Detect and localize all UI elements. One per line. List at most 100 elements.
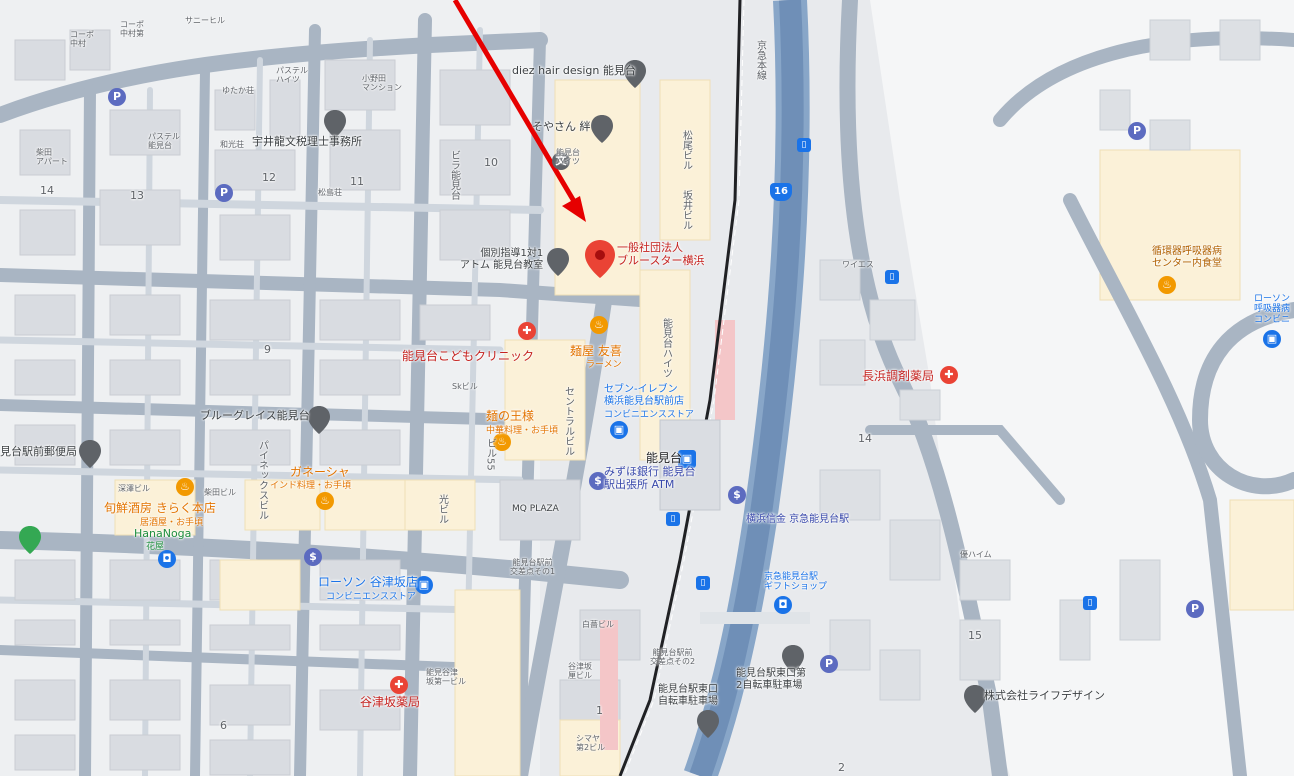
arrow-shaft [452,0,578,205]
store-icon[interactable]: ▣ [1263,330,1281,348]
poi-label-store[interactable]: ローソン 谷津坂店 [318,575,418,589]
parking-icon[interactable]: P [108,88,126,106]
building-label: 松尾ビル [680,130,692,170]
building-label: コーポ 中村 [70,30,94,49]
building-label: パステル ハイツ [276,66,308,85]
poi-label-post-office[interactable]: 見台駅前郵便局 [0,445,77,458]
restaurant-icon[interactable]: ♨ [1158,276,1176,294]
bus-stop-icon[interactable]: ▯ [797,138,811,152]
block-number: 9 [264,343,271,356]
parking-icon[interactable]: P [1128,122,1146,140]
poi-label-store[interactable]: ローソン 呼吸器病 コンビニ [1254,294,1291,325]
poi-label-bank[interactable]: 横浜信金 京急能見台駅 [746,514,850,525]
block-number: 6 [220,719,227,732]
bus-stop-icon[interactable]: ▯ [1083,596,1097,610]
poi-label-salon[interactable]: diez hair design 能見台 [512,64,636,77]
poi-category: インド料理・お手頃 [270,481,352,491]
block-number: 14 [40,184,54,197]
atm-icon[interactable]: $ [589,472,607,490]
building-label: 坂井ビル [680,190,692,230]
building-label: パイネックスビル [256,440,268,520]
building-label: ビル55 [484,438,496,471]
poi-label-school[interactable]: 個別指導1対1 アトム 能見台教室 [460,248,544,271]
building-label: 小野田 マンション [362,74,402,93]
building-label: 柴田 アパート [36,148,68,167]
poi-label-pharmacy[interactable]: 谷津坂薬局 [360,695,421,709]
store-icon[interactable]: ▣ [610,421,628,439]
poi-category: 居酒屋・お手頃 [140,518,204,528]
poi-label-company[interactable]: 株式会社ライフデザイン [984,689,1105,702]
block-number: 2 [838,761,845,774]
block-number: 10 [484,156,498,169]
arrow-head [562,196,586,222]
station-label[interactable]: 能見台 [646,451,683,465]
building-label: コーポ 中村第 [120,20,144,39]
building-label: セントラルビル [562,386,574,456]
restaurant-icon[interactable]: ♨ [176,478,194,496]
bank-icon[interactable]: $ [728,486,746,504]
building-label: サニーヒル [185,16,225,25]
poi-category: 花屋 [146,542,165,552]
building-label: ゆたか荘 [222,86,254,95]
poi-label-shop[interactable]: 京急能見台駅 ギフトショップ [764,572,828,593]
parking-icon[interactable]: P [215,184,233,202]
poi-category: ラーメン [586,360,622,370]
building-label: Skビル [452,382,478,391]
poi-label-parking[interactable]: 能見台駅東口第 2自転車駐車場 [736,668,806,691]
map-pins [19,60,986,738]
block-number: 13 [130,189,144,202]
pharmacy-icon[interactable]: ✚ [390,676,408,694]
block-number: 15 [968,629,982,642]
building-label: 和光荘 [220,140,244,149]
bus-stop-icon[interactable]: ▯ [885,270,899,284]
poi-label-cafeteria[interactable]: 循環器呼吸器病 センター内食堂 [1152,246,1222,269]
parking-icon[interactable]: P [820,655,838,673]
poi-category: コンビニエンスストア [604,410,694,420]
restaurant-icon[interactable]: ♨ [316,492,334,510]
building-label: 深澤ビル [118,484,150,493]
bank-icon[interactable]: $ [304,548,322,566]
building-label: 松島荘 [318,188,342,197]
building-label: 白薔ビル [582,620,614,629]
school-icon[interactable]: 文 [552,152,570,170]
poi-label-clinic[interactable]: 能見台こどもクリニック [402,349,535,363]
pharmacy-icon[interactable]: ✚ [940,366,958,384]
block-number: 14 [858,432,872,445]
building-label: ビラ能見台 [448,150,460,200]
restaurant-icon[interactable]: ♨ [493,433,511,451]
building-label: 能見谷津 坂第一ビル [426,668,466,687]
shopping-icon[interactable]: ◘ [158,550,176,568]
poi-label-store[interactable]: セブン-イレブン 横浜能見台駅前店 [604,384,684,407]
poi-label-restaurant[interactable]: 旬鮮酒房 きらく本店 [104,501,216,515]
poi-label-florist[interactable]: HanaNoga [134,527,192,540]
poi-label[interactable]: そやさん 絆 [532,120,591,133]
store-icon[interactable]: ▣ [415,576,433,594]
poi-label-restaurant[interactable]: 麺の王様 [486,409,535,423]
poi-label-office[interactable]: 宇井龍文税理士事務所 [252,135,362,148]
route-shield[interactable]: 16 [770,183,792,201]
poi-label-building[interactable]: ブルーグレイス能見台 [200,409,310,422]
target-place-label[interactable]: 一般社団法人 ブルースター横浜 [617,241,705,267]
parking-icon[interactable]: P [1186,600,1204,618]
poi-category: コンビニエンスストア [326,592,416,602]
block-number: 12 [262,171,276,184]
intersection-label: 能見台駅前 交差点その1 [510,558,556,577]
poi-label-atm[interactable]: みずほ銀行 能見台 駅出張所 ATM [604,465,696,491]
clinic-icon[interactable]: ✚ [518,322,536,340]
poi-label-restaurant[interactable]: ガネーシャ [290,465,350,479]
building-label: 能見台ハイツ [660,318,672,378]
bus-stop-icon[interactable]: ▯ [696,576,710,590]
building-label: 能見台 ハイツ [556,148,580,167]
restaurant-icon[interactable]: ♨ [590,316,608,334]
poi-label-restaurant[interactable]: 麺屋 友喜 [570,344,622,358]
shopping-icon[interactable]: ◘ [774,596,792,614]
building-label: 優ハイム [960,550,992,559]
bus-stop-icon[interactable]: ▯ [666,512,680,526]
building-label: MQ PLAZA [512,504,559,514]
poi-label-parking[interactable]: 能見台駅東口 自転車駐車場 [658,684,718,707]
train-station-icon[interactable]: ▣ [678,450,696,468]
poi-label-pharmacy[interactable]: 長浜調剤薬局 [862,369,935,383]
block-number: 11 [350,175,364,188]
